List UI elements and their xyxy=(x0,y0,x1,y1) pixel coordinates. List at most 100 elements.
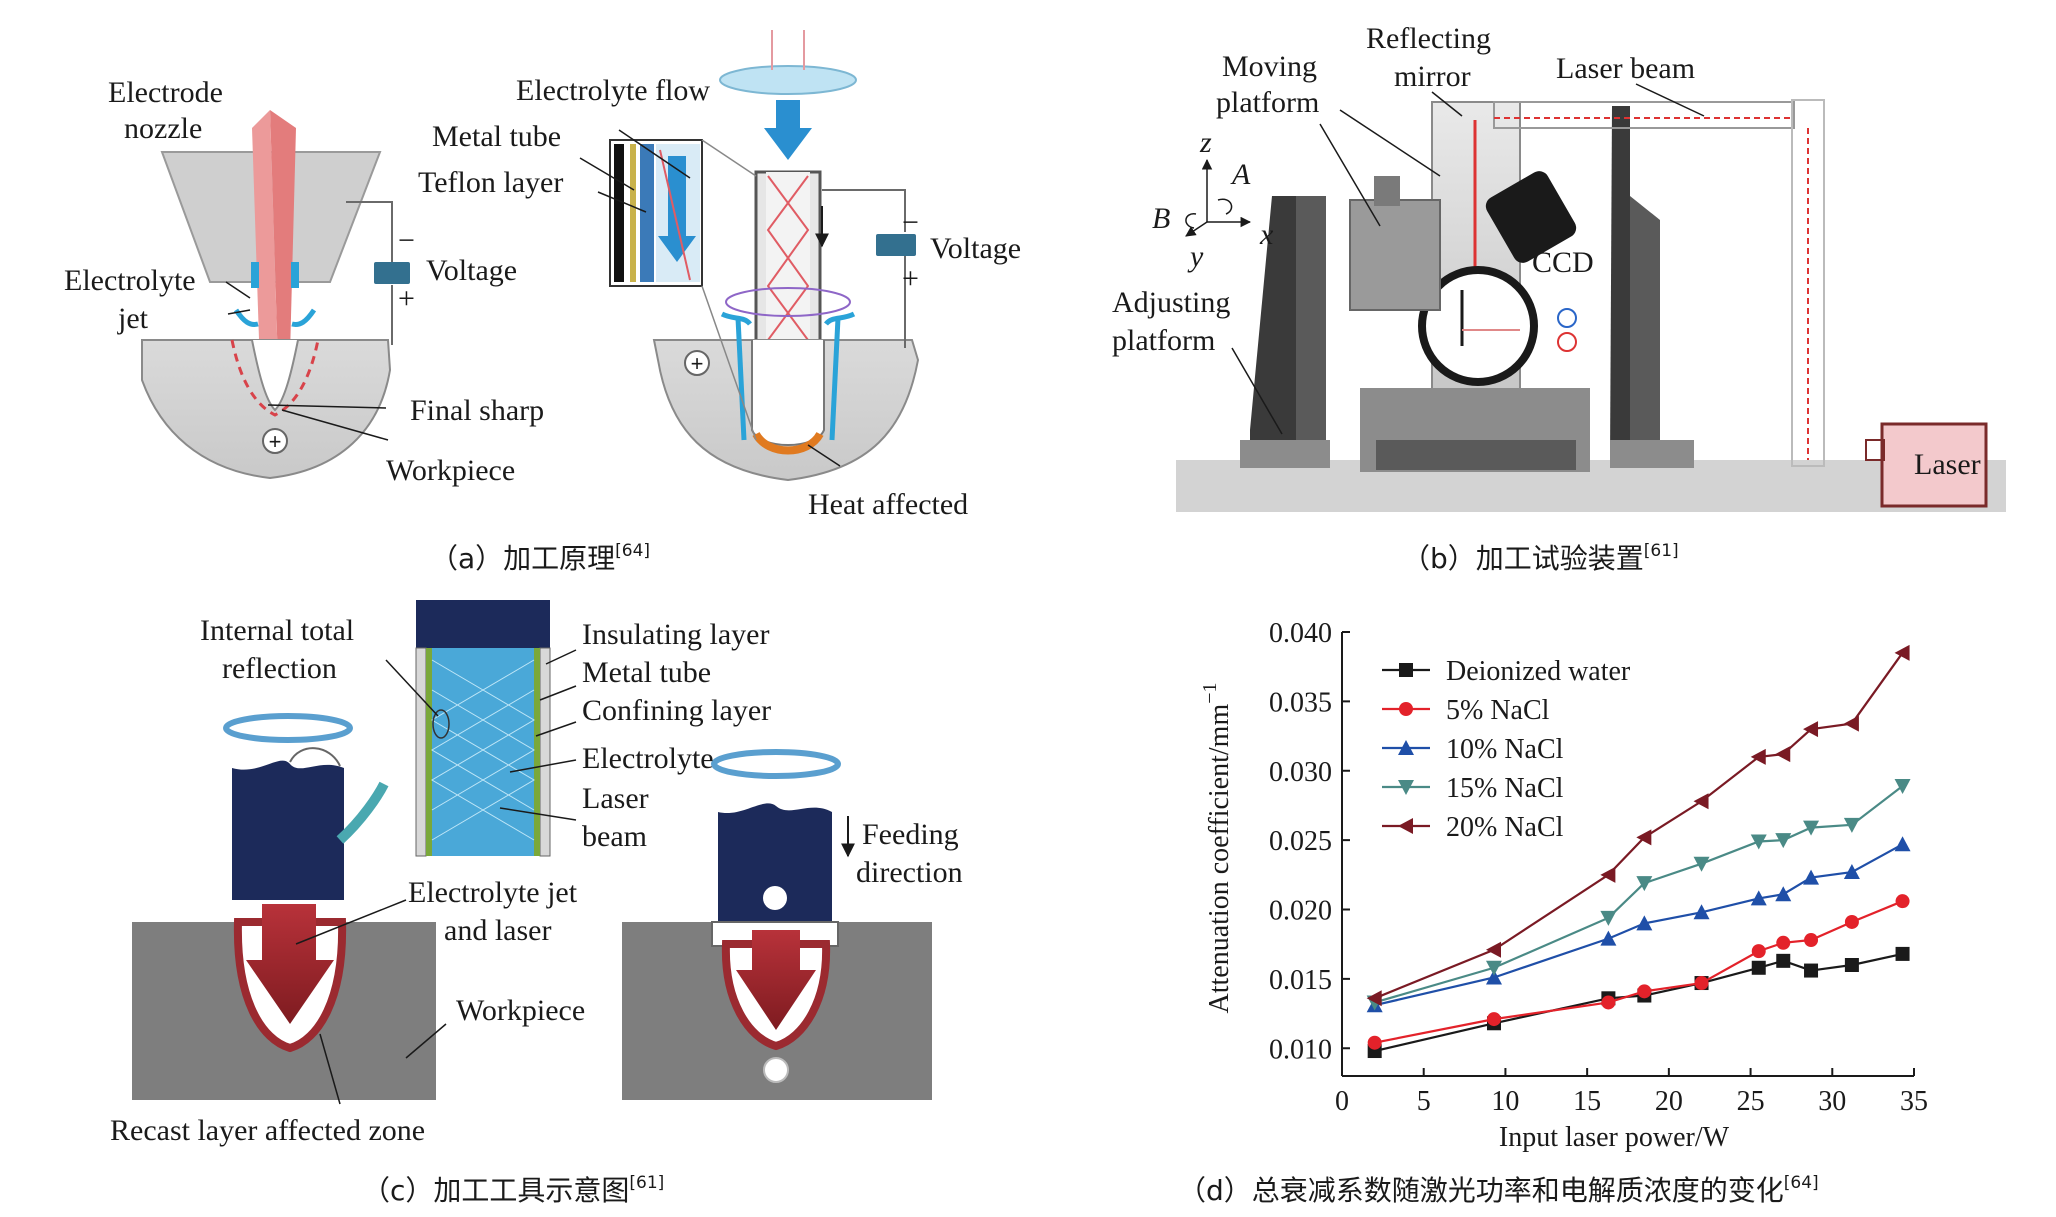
label-electrode: Electrode xyxy=(108,76,223,109)
data-point xyxy=(1775,746,1791,763)
label-voltage-left: Voltage xyxy=(426,254,517,287)
label-workpiece: Workpiece xyxy=(386,454,515,487)
label-axis-y: y xyxy=(1187,240,1204,273)
data-point xyxy=(1367,1035,1382,1050)
y-tick-label: 0.010 xyxy=(1269,1034,1332,1065)
label-mirror: mirror xyxy=(1394,60,1471,93)
data-point xyxy=(1895,894,1910,909)
y-tick-label: 0.025 xyxy=(1269,826,1332,857)
caption-b: （b）加工试验装置[61] xyxy=(1402,541,1679,575)
legend-marker xyxy=(1398,740,1414,755)
data-point xyxy=(1751,960,1766,975)
legend-label: Deionized water xyxy=(1446,656,1631,687)
label-ccd: CCD xyxy=(1532,246,1594,279)
data-point xyxy=(1803,820,1820,836)
label-reflection: reflection xyxy=(222,652,337,685)
data-point xyxy=(1844,914,1859,929)
label-teflon-layer: Teflon layer xyxy=(418,166,563,199)
label-and-laser: and laser xyxy=(444,914,551,947)
data-point xyxy=(1601,995,1616,1010)
label-axis-a: A xyxy=(1230,158,1251,191)
laser-box xyxy=(1880,422,1988,508)
label-feeding: Feeding xyxy=(862,818,959,851)
label-laser: Laser xyxy=(1914,448,1981,481)
label-heat-affected: Heat affected xyxy=(808,488,968,521)
data-point xyxy=(1775,886,1792,902)
leader-lines-b xyxy=(1231,83,1705,435)
data-point xyxy=(1894,644,1910,661)
y-axis-label: Attenuation coefficient/mm−1 xyxy=(1199,682,1235,1013)
data-point xyxy=(1895,946,1910,961)
x-tick-label: 35 xyxy=(1900,1086,1928,1117)
x-tick-label: 15 xyxy=(1573,1086,1601,1117)
data-point xyxy=(1775,833,1792,849)
x-tick-label: 5 xyxy=(1417,1086,1431,1117)
label-platform: platform xyxy=(1216,86,1319,119)
panel-c-tool: Internal total reflection Insulating lay… xyxy=(110,600,963,1207)
electrode-nozzle-schematic: + xyxy=(141,110,410,480)
label-nozzle: nozzle xyxy=(124,112,202,145)
caption-d: （d）总衰减系数随激光功率和电解质浓度的变化[64] xyxy=(1178,1173,1819,1207)
data-point xyxy=(1366,990,1382,1007)
view-circle xyxy=(1418,266,1538,386)
data-point xyxy=(1894,836,1911,852)
legend-label: 5% NaCl xyxy=(1446,695,1550,726)
label-metal-tube: Metal tube xyxy=(432,120,561,153)
data-point xyxy=(1776,953,1791,968)
data-point xyxy=(1750,748,1766,765)
label-plus-right: + xyxy=(902,262,919,295)
series-line xyxy=(1374,652,1904,1000)
legend-label: 10% NaCl xyxy=(1446,734,1564,765)
tube-schematic: + xyxy=(609,30,920,482)
plus-sign: + xyxy=(691,351,704,376)
x-tick-label: 25 xyxy=(1737,1086,1765,1117)
y-tick-label: 0.015 xyxy=(1269,965,1332,996)
label-axis-x: x xyxy=(1259,218,1274,251)
series-line xyxy=(1374,843,1904,1007)
legend-marker xyxy=(1399,663,1413,677)
label-platform2: platform xyxy=(1112,324,1215,357)
label-minus: − xyxy=(398,224,415,257)
label-reflecting: Reflecting xyxy=(1366,22,1491,55)
y-tick-label: 0.020 xyxy=(1269,896,1332,927)
label-workpiece-c: Workpiece xyxy=(456,994,585,1027)
data-point xyxy=(1750,890,1767,906)
label-insulating-layer: Insulating layer xyxy=(582,618,769,651)
axes-glyph xyxy=(1185,158,1252,237)
legend-label: 20% NaCl xyxy=(1446,812,1564,843)
legend-marker xyxy=(1398,818,1413,834)
label-laser-beam: Laser beam xyxy=(1556,52,1695,85)
data-point xyxy=(1843,817,1860,833)
label-metal-tube-c: Metal tube xyxy=(582,656,711,689)
right-frame xyxy=(1610,106,1630,460)
label-final-sharp: Final sharp xyxy=(410,394,544,427)
label-axis-b: B xyxy=(1152,202,1170,235)
data-point xyxy=(1803,721,1819,738)
data-point xyxy=(1486,1012,1501,1027)
data-point xyxy=(1804,963,1819,978)
data-point xyxy=(1751,944,1766,959)
plus-sign: + xyxy=(269,429,282,454)
data-point xyxy=(1844,958,1859,972)
machine-base xyxy=(1176,460,2006,512)
panel-a-principle: + xyxy=(64,30,1021,575)
y-tick-label: 0.030 xyxy=(1269,757,1332,788)
data-point xyxy=(1693,793,1709,810)
data-point xyxy=(1485,941,1501,958)
legend-marker xyxy=(1398,780,1414,795)
data-point xyxy=(1693,904,1710,920)
data-point xyxy=(1843,864,1860,880)
caption-a: （a）加工原理[64] xyxy=(430,541,650,575)
data-point xyxy=(1803,869,1820,885)
data-point xyxy=(1804,933,1819,948)
data-point xyxy=(1485,960,1502,976)
label-minus-right: − xyxy=(902,206,919,239)
x-tick-label: 10 xyxy=(1491,1086,1519,1117)
leader-lines-a xyxy=(225,129,841,467)
data-point xyxy=(1750,834,1767,850)
data-point xyxy=(1894,779,1911,795)
label-electrolyte-flow: Electrolyte flow xyxy=(516,74,710,107)
label-electrolyte-c: Electrolyte xyxy=(582,742,714,775)
label-internal-total: Internal total xyxy=(200,614,354,647)
